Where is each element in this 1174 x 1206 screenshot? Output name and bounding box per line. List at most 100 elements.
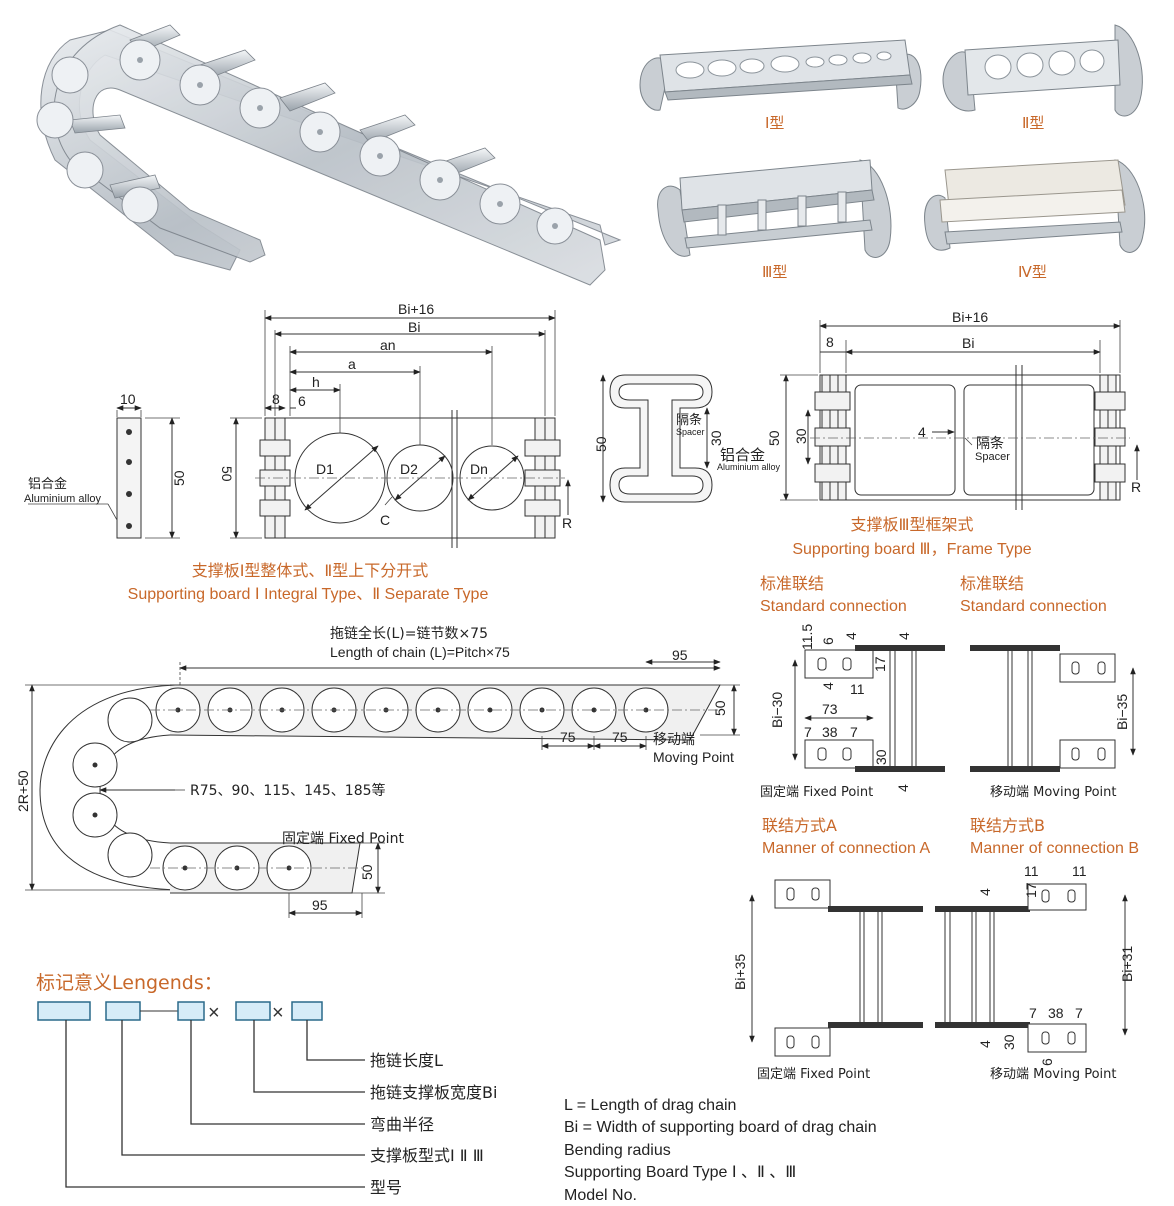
board12-caption-en: Supporting board Ⅰ Integral Type、Ⅱ Separ…: [128, 586, 489, 603]
dim-50-top: 50: [712, 700, 728, 716]
type1-label: Ⅰ型: [765, 114, 784, 132]
legend-box-length: [291, 1001, 323, 1021]
legend-box-radius: [177, 1001, 205, 1021]
std-dim-73: 73: [822, 701, 838, 717]
conn-b-dim-38: 38: [1048, 1005, 1064, 1021]
std-dim-4d: 4: [895, 784, 911, 792]
legend-item-type: 支撑板型式Ⅰ Ⅱ Ⅲ: [370, 1146, 484, 1165]
legend-box-model: [37, 1001, 91, 1021]
spacer-dim-50: 50: [593, 436, 609, 452]
type2-label: Ⅱ型: [1022, 114, 1044, 132]
std-dim-7a: 7: [804, 724, 812, 740]
dim-8: 8: [272, 391, 280, 407]
legend-box-width: [235, 1001, 271, 1021]
std-fixed-label: 固定端 Fixed Point: [760, 785, 873, 800]
frame-dim-30: 30: [793, 428, 809, 444]
dim-c: C: [380, 512, 390, 528]
std-moving-label: 移动端 Moving Point: [990, 785, 1117, 800]
type4-label: Ⅳ型: [1018, 263, 1047, 281]
legend-en-radius: Bending radius: [564, 1142, 671, 1159]
legend-item-length: 拖链长度L: [370, 1051, 443, 1070]
board3-caption-cn: 支撑板Ⅲ型框架式: [850, 515, 973, 534]
dim-bi16: Bi+16: [398, 301, 434, 317]
std-title2-cn: 标准联结: [960, 574, 1024, 593]
conn-b-dim-4b: 4: [977, 1040, 993, 1048]
connection-ab: 联结方式A Manner of connection A 联结方式B Manne…: [732, 816, 1139, 1082]
alloy-label-cn: 铝合金: [28, 476, 67, 492]
board3-caption-en: Supporting board Ⅲ，Frame Type: [792, 541, 1031, 558]
dim-50-front: 50: [219, 466, 235, 482]
conn-a-cn: 联结方式A: [762, 816, 837, 835]
legend-title: 标记意义Lengends：: [36, 972, 223, 994]
board3-alloy-cn: 铝合金: [720, 446, 765, 464]
conn-b-dim-4a: 4: [977, 888, 993, 896]
board-3-drawing: 50 30 隔条 Spacer 铝合金 Aluminium alloy 4 隔条…: [593, 309, 1141, 558]
hole-d2: D2: [400, 461, 418, 477]
drag-chain-photo: [36, 24, 622, 286]
std-dim-115: 11.5: [799, 624, 815, 650]
moving-point-cn: 移动端: [653, 732, 695, 748]
dim-95-bottom: 95: [312, 897, 328, 913]
conn-b-dim-17: 17: [1023, 882, 1039, 898]
conn-b-en: Manner of connection B: [970, 840, 1139, 857]
std-dim-bi35: Bi−35: [1114, 694, 1130, 730]
dim-2r50: 2R+50: [15, 770, 31, 812]
type2-photo: Ⅱ型: [942, 24, 1143, 132]
frame-dim-8: 8: [826, 334, 834, 350]
dim-6: 6: [298, 393, 306, 409]
dim-50-side: 50: [171, 470, 187, 486]
type3-photo: Ⅲ型: [657, 159, 892, 281]
hole-d1: D1: [316, 461, 334, 477]
std-dim-4c: 4: [820, 682, 836, 690]
std-dim-30: 30: [873, 749, 889, 765]
dim-10: 10: [120, 391, 136, 407]
std-dim-17: 17: [872, 656, 888, 672]
hole-dn: Dn: [470, 461, 488, 477]
chain-length-cn: 拖链全长(L)=链节数×75: [330, 625, 488, 642]
conn-b-dim-6: 6: [1039, 1058, 1055, 1066]
std-title-en: Standard connection: [760, 598, 907, 615]
fixed-point-label: 固定端 Fixed Point: [282, 831, 404, 847]
board-side-profile: 10 50 铝合金 Aluminium alloy: [24, 391, 187, 539]
legend-item-width: 拖链支撑板宽度Bi: [370, 1083, 497, 1102]
type4-photo: Ⅳ型: [924, 159, 1146, 281]
board3-alloy-en: Aluminium alloy: [717, 462, 781, 472]
frame-spacer-cn: 隔条: [976, 435, 1004, 452]
dim-bi: Bi: [408, 319, 420, 335]
conn-a-en: Manner of connection A: [762, 840, 930, 857]
moving-point-en: Moving Point: [653, 749, 734, 765]
chain-length-en: Length of chain (L)=Pitch×75: [330, 644, 510, 660]
std-dim-bi30: Bi−30: [769, 692, 785, 728]
conn-b-dim-11b: 11: [1072, 863, 1087, 879]
board-12-drawing: 10 50 铝合金 Aluminium alloy D1 D2 Dn C: [24, 301, 572, 603]
conn-a-fixed: 固定端 Fixed Point: [757, 1067, 870, 1082]
std-title-cn: 标准联结: [760, 574, 824, 593]
conn-a-dim-bi35: Bi+35: [732, 954, 748, 990]
frame-dim-50: 50: [766, 430, 782, 446]
chain-side-view: 拖链全长(L)=链节数×75 Length of chain (L)=Pitch…: [15, 625, 740, 918]
frame-dim-4: 4: [918, 424, 926, 440]
standard-connection: 标准联结 Standard connection 标准联结 Standard c…: [760, 574, 1136, 800]
dim-an: an: [380, 337, 396, 353]
dim-a: a: [348, 356, 356, 372]
dim-h: h: [312, 374, 320, 390]
spacer-label-en: Spacer: [676, 427, 705, 437]
alloy-label-en: Aluminium alloy: [24, 493, 102, 505]
conn-b-moving: 移动端 Moving Point: [990, 1067, 1117, 1082]
std-dim-38: 38: [822, 724, 838, 740]
legend-en-width: Bi = Width of supporting board of drag c…: [564, 1119, 877, 1136]
conn-b-dim-7b: 7: [1075, 1005, 1083, 1021]
frame-dim-bi: Bi: [962, 335, 974, 351]
frame-dim-r: R: [1131, 479, 1141, 495]
dim-r: R: [562, 515, 572, 531]
conn-b-dim-bi31: Bi+31: [1119, 946, 1135, 982]
dim-95-top: 95: [672, 647, 688, 663]
frame-spacer-en: Spacer: [975, 451, 1010, 463]
conn-b-dim-11a: 11: [1024, 863, 1039, 879]
dim-75-b: 75: [612, 729, 628, 745]
type1-photo: Ⅰ型: [639, 39, 922, 132]
legend-en-type: Supporting Board Type Ⅰ 、Ⅱ 、Ⅲ: [564, 1164, 796, 1181]
std-dim-4a: 4: [843, 632, 859, 640]
bend-radius-options: R75、90、115、145、185等: [190, 782, 386, 799]
std-dim-6: 6: [820, 637, 836, 645]
